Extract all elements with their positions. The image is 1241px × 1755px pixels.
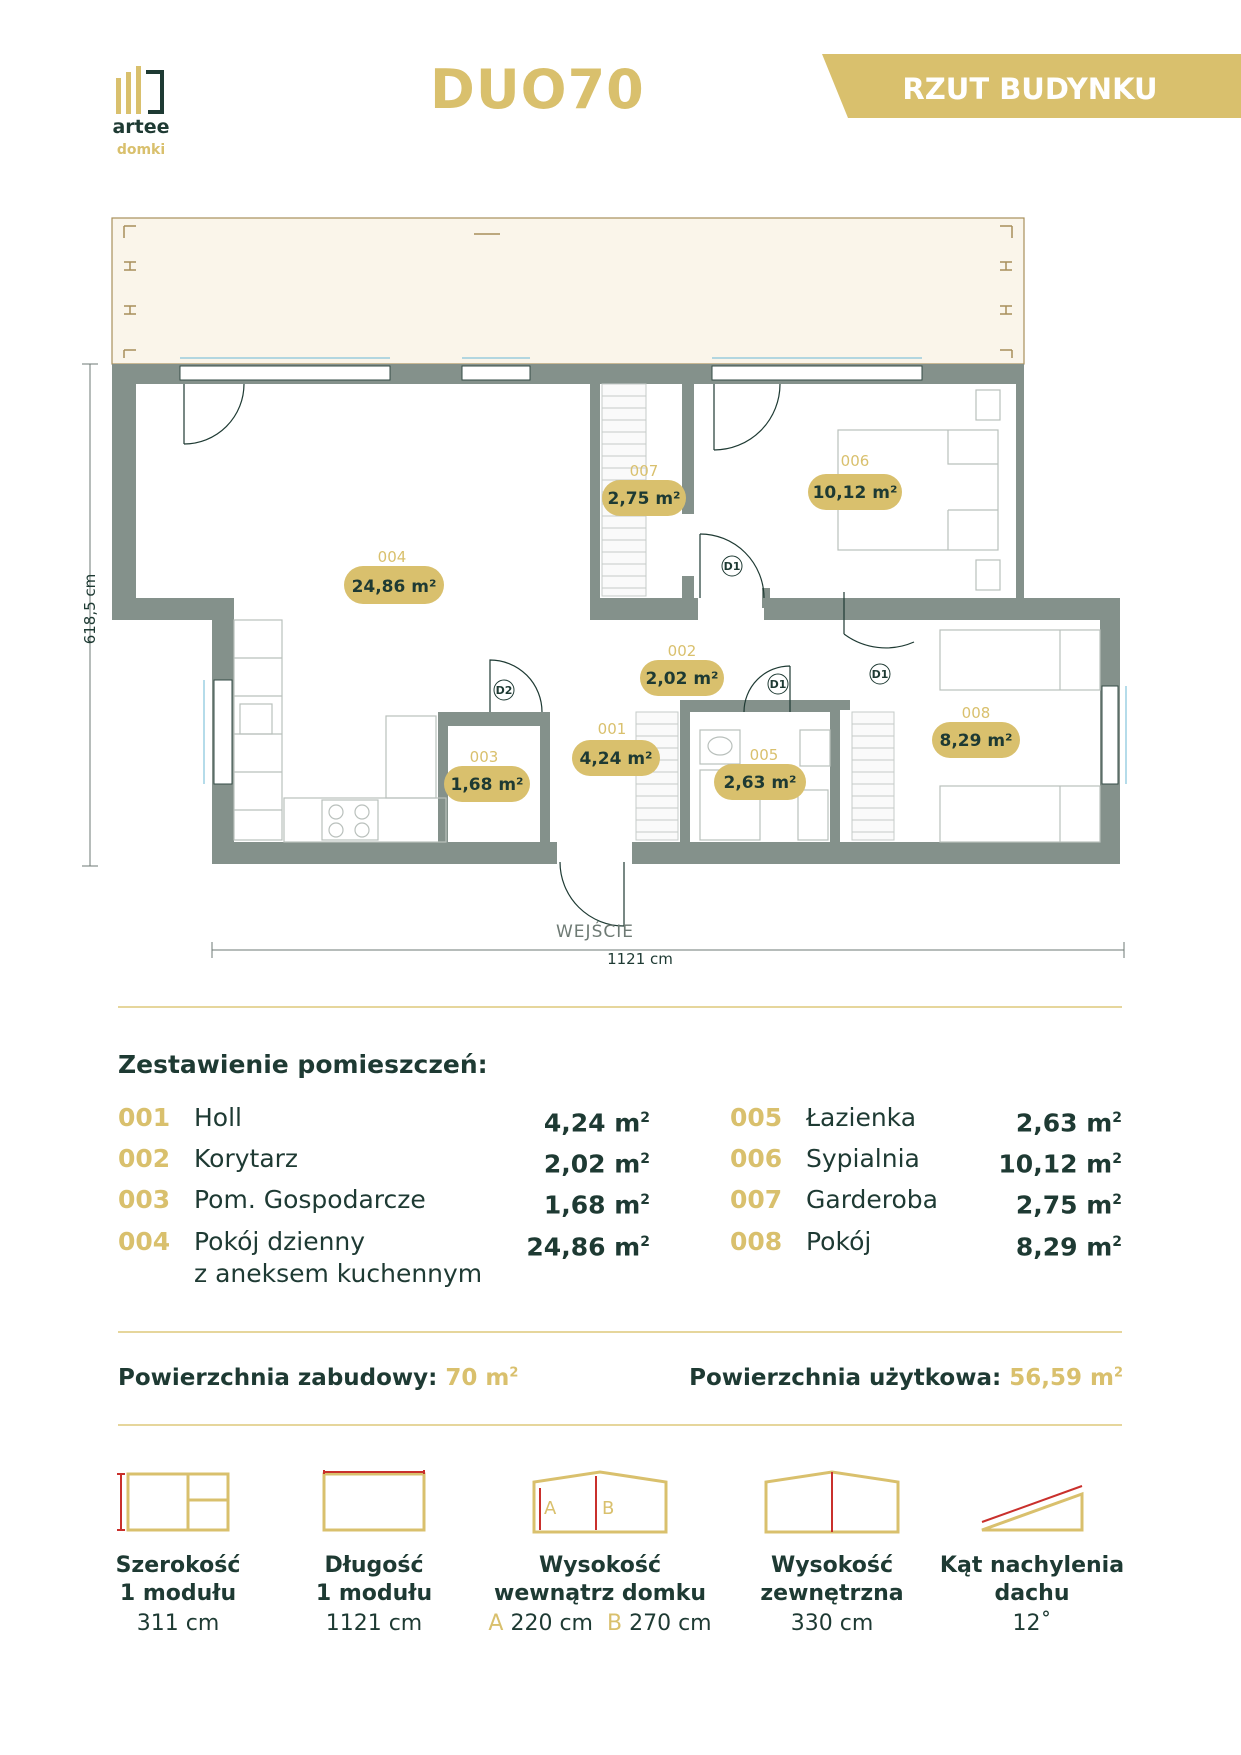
door-label: D1 [770,678,787,691]
room-list-heading: Zestawienie pomieszczeń: [118,1050,488,1079]
plan-room-code: 006 [841,452,870,470]
brand-logo-icon [116,66,164,114]
module-width-icon [117,1472,230,1532]
param-roof-pitch: Kąt nachylenia dachu 12˚ [939,1553,1125,1636]
divider [118,1006,1122,1008]
dimension-height: 618,5 cm [81,573,99,645]
param-module-length: Długość 1 modułu 1121 cm [315,1553,433,1636]
brand-name: artee [112,116,170,138]
entrance-label: WEJŚCIE [556,922,634,942]
param-module-width: Szerokość 1 modułu 311 cm [115,1553,241,1636]
svg-text:A: A [544,1498,557,1519]
usable-area: Powierzchnia użytkowa: 56,59 m2 [689,1365,1123,1391]
built-area: Powierzchnia zabudowy: 70 m2 [118,1365,519,1391]
dimension-width: 1121 cm [607,950,673,968]
plan-room-area: 8,29 m² [939,731,1012,751]
plan-room-code: 002 [668,642,697,660]
plan-room-area: 1,68 m² [450,775,523,795]
list-item: 004 Pokój dzienny z aneksem kuchennym 24… [118,1227,650,1288]
brand-sub: domki [116,142,166,158]
svg-text:B: B [602,1498,614,1519]
plan-room-area: 2,02 m² [645,669,718,689]
door-label: D2 [496,684,513,697]
plan-room-area: 4,24 m² [579,749,652,769]
banner-shape [822,54,1241,118]
divider [118,1424,1122,1426]
module-length-icon [322,1470,426,1532]
roof-pitch-icon [981,1485,1084,1532]
param-inner-height: Wysokość wewnątrz domku A 220 cm B 270 c… [488,1553,712,1636]
outer-height-icon [764,1470,900,1534]
door-label: D1 [872,668,889,681]
plan-room-area: 2,75 m² [607,489,680,509]
param-outer-height: Wysokość zewnętrzna 330 cm [760,1553,904,1636]
floor-plan: 004 24,86 m² 007 2,75 m² 006 10,12 m² 00… [82,217,1127,958]
plan-room-area: 2,63 m² [723,773,796,793]
plan-room-code: 003 [470,748,499,766]
terrace [111,217,1025,365]
inner-height-icon: A B [532,1470,668,1534]
plan-room-code: 007 [630,462,659,480]
page-title: DUO70 [430,58,645,121]
plan-room-code: 008 [962,704,991,722]
plan-room-area: 10,12 m² [813,483,898,503]
plan-room-code: 005 [750,746,779,764]
banner-label: RZUT BUDYNKU [902,72,1158,106]
plan-room-code: 004 [378,548,407,566]
divider [118,1331,1122,1333]
plan-room-area: 24,86 m² [352,577,437,597]
door-label: D1 [724,560,741,573]
plan-room-code: 001 [598,720,627,738]
